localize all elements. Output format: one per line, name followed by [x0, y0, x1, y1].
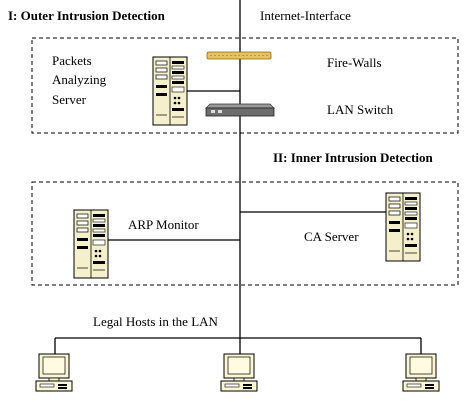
firewalls-label: Fire-Walls [327, 55, 382, 70]
lan-switch-label: LAN Switch [327, 102, 394, 117]
host-right-icon [402, 353, 440, 392]
inner-detection-zone [31, 181, 459, 286]
internet-interface-label: Internet-Interface [260, 8, 351, 23]
firewall-icon [206, 51, 272, 60]
ca-server-label: CA Server [304, 229, 359, 244]
ca-server-icon [385, 192, 421, 262]
packets-server-icon [152, 56, 188, 126]
outer-section-title: I: Outer Intrusion Detection [8, 8, 166, 23]
packets-server-label-line3: Server [52, 92, 87, 107]
host-middle-icon [220, 353, 258, 392]
packets-server-label-line1: Packets [52, 53, 92, 68]
arp-monitor-server-icon [73, 209, 109, 279]
lan-switch-icon [205, 103, 275, 117]
inner-section-title: II: Inner Intrusion Detection [273, 150, 434, 165]
arp-monitor-label: ARP Monitor [128, 217, 199, 232]
legal-hosts-label: Legal Hosts in the LAN [93, 314, 219, 329]
packets-server-label-line2: Analyzing [52, 72, 107, 87]
outer-detection-zone [31, 37, 459, 134]
host-left-icon [35, 353, 73, 392]
